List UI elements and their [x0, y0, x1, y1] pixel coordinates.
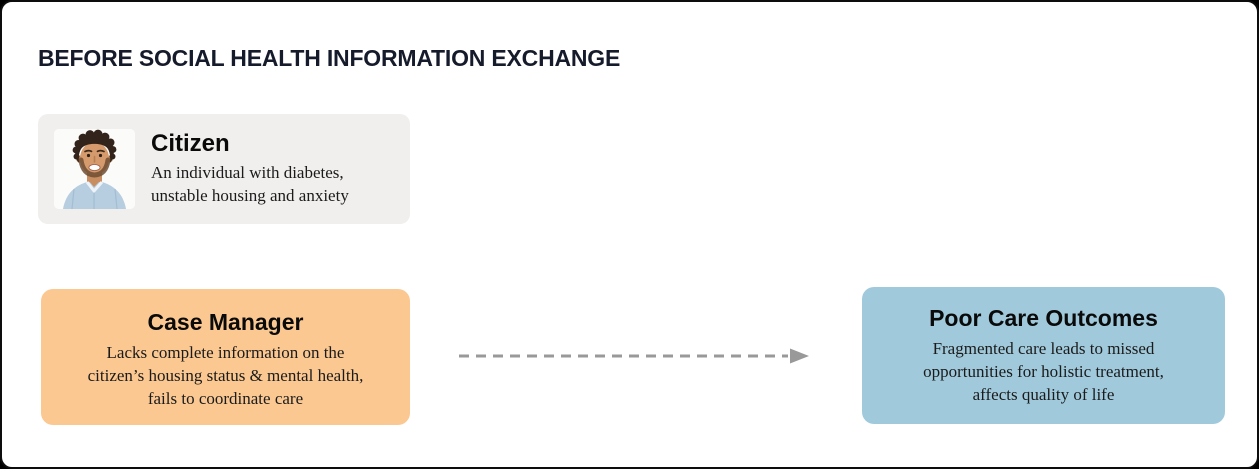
citizen-card-title: Citizen: [151, 129, 230, 157]
citizen-card-text: Citizen An individual with diabetes, uns…: [151, 129, 349, 208]
citizen-card-description: An individual with diabetes, unstable ho…: [151, 163, 349, 205]
poor-care-outcomes-card-description: Fragmented care leads to missed opportun…: [923, 339, 1164, 404]
man-portrait-icon: [54, 129, 135, 209]
case-manager-card-description: Lacks complete information on the citize…: [87, 343, 364, 408]
dashed-arrow-icon: [459, 348, 809, 364]
citizen-photo: [54, 129, 135, 209]
poor-care-outcomes-card-title: Poor Care Outcomes: [929, 305, 1158, 331]
page-title: BEFORE SOCIAL HEALTH INFORMATION EXCHANG…: [38, 45, 621, 71]
case-manager-card-title: Case Manager: [147, 309, 304, 335]
citizen-card: Citizen An individual with diabetes, uns…: [38, 114, 410, 224]
poor-care-outcomes-card: Poor Care Outcomes Fragmented care leads…: [862, 287, 1225, 424]
case-manager-card: Case Manager Lacks complete information …: [41, 289, 410, 425]
